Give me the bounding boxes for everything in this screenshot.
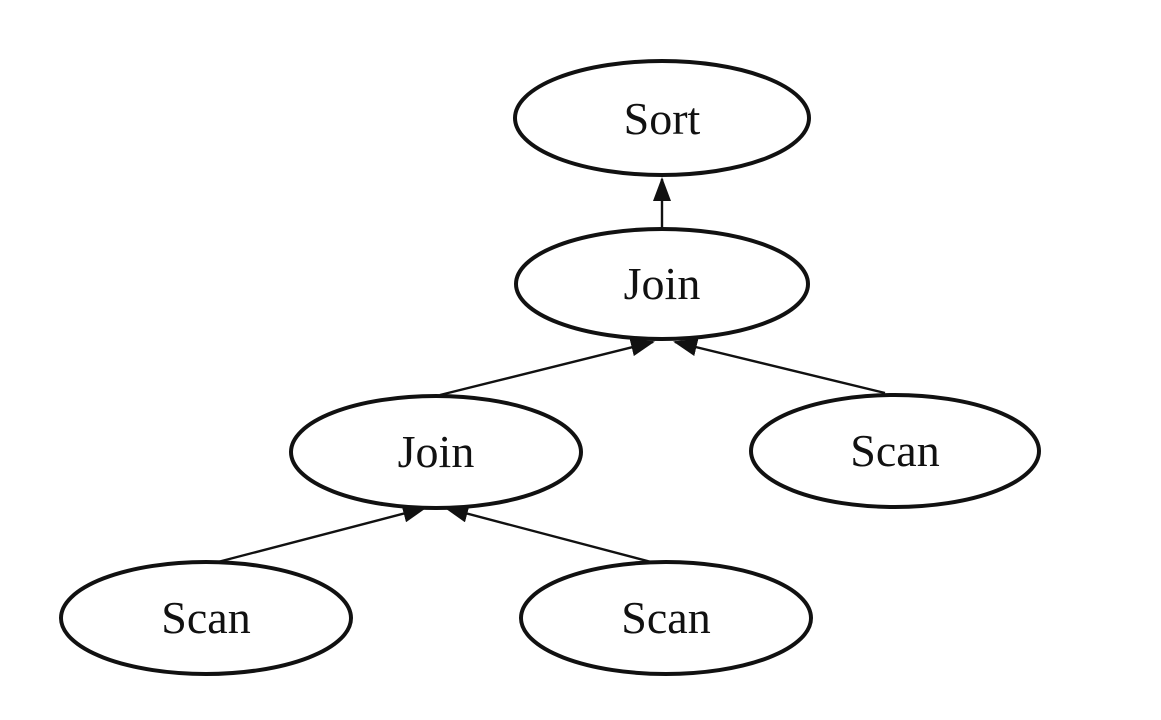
node-ellipse: [59, 560, 353, 676]
node-ellipse: [514, 227, 810, 341]
node-ellipse: [519, 560, 813, 676]
edges: [213, 177, 886, 565]
node-label: Scan: [621, 592, 710, 643]
node-scan-left-right: Scan: [519, 560, 813, 676]
node-label: Join: [398, 426, 475, 477]
node-label: Scan: [850, 425, 939, 476]
node-join-top: Join: [514, 227, 810, 341]
node-ellipse: [289, 394, 583, 510]
node-scan-right: Scan: [749, 393, 1041, 509]
edge-join-left-to-join-top: [439, 338, 655, 397]
node-join-left: Join: [289, 394, 583, 510]
node-scan-left-left: Scan: [59, 560, 353, 676]
node-label: Join: [624, 258, 701, 309]
node-label: Scan: [161, 592, 250, 643]
edge-scan-right-to-join-top: [673, 338, 886, 395]
edge-scan-left-left-to-join-left: [213, 504, 427, 565]
node-sort: Sort: [513, 59, 811, 177]
edge-scan-left-right-to-join-left: [444, 504, 656, 565]
node-ellipse: [749, 393, 1041, 509]
node-ellipse: [513, 59, 811, 177]
node-label: Sort: [624, 93, 701, 144]
